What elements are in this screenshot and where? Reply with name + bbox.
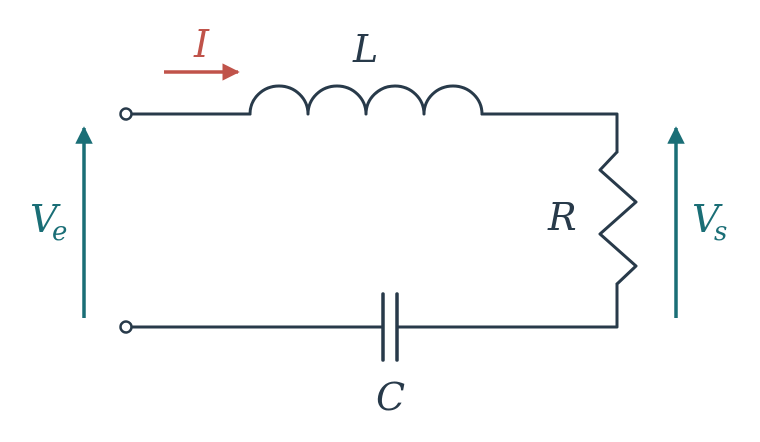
resistor-zigzag-icon	[598, 150, 638, 286]
inductor-label: L	[352, 27, 378, 71]
capacitor-label: C	[376, 375, 405, 419]
output-voltage-label-main: V	[692, 197, 723, 241]
terminal-icon-bottom	[119, 320, 133, 334]
resistor-label: R	[547, 195, 577, 239]
input-voltage-label: V e	[30, 197, 67, 247]
capacitor-icon	[381, 292, 399, 362]
bottom-right-wire	[395, 282, 619, 329]
output-voltage-label: V s	[692, 197, 727, 247]
inductor-coil-icon	[248, 84, 484, 116]
terminal-icon-top	[119, 107, 133, 121]
top-right-wire	[480, 112, 619, 154]
current-label: I	[193, 22, 210, 66]
input-voltage-label-subscript: e	[52, 217, 67, 247]
input-voltage-label-main: V	[30, 197, 61, 241]
output-voltage-label-subscript: s	[714, 217, 727, 247]
